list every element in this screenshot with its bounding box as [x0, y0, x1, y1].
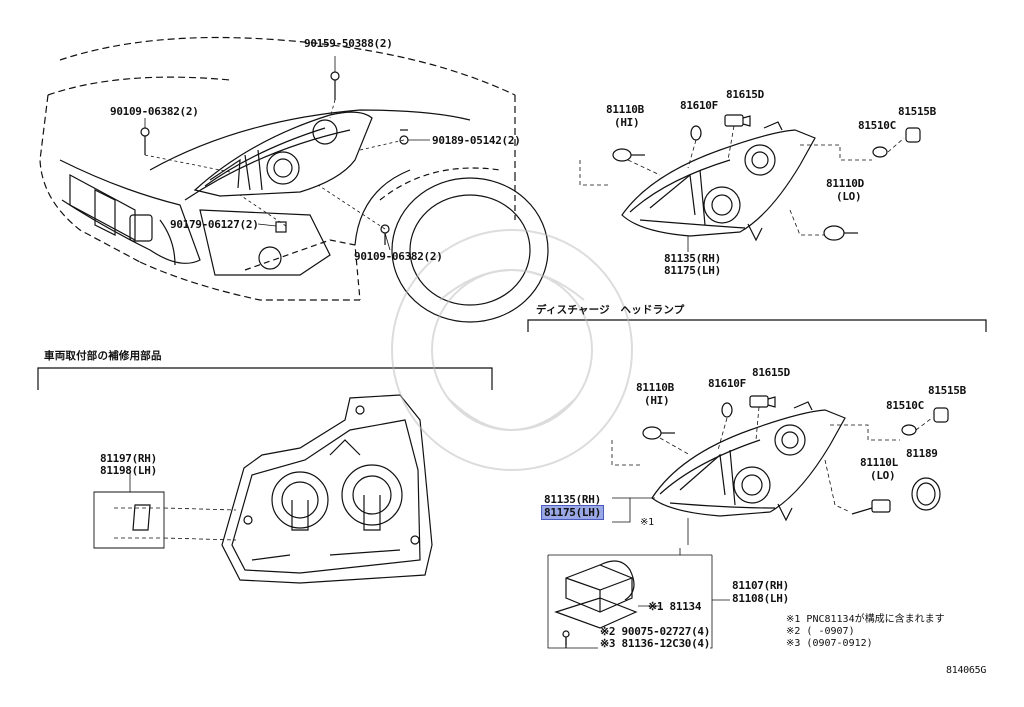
ballast-gasket-number: ※3 81136-12C30(4): [600, 637, 711, 650]
discharge-assy-rh-number: 81135(RH): [544, 493, 601, 506]
halogen-bulb-hi-number: 81110B: [606, 103, 644, 116]
discharge-headlamp-drawing: [527, 319, 987, 649]
discharge-assy-note-mark: ※1: [640, 517, 654, 528]
discharge-side-socket-number: 81515B: [928, 384, 966, 397]
discharge-cap-number: 81189: [906, 447, 938, 460]
discharge-socket-d-number: 81615D: [752, 366, 790, 379]
repair-parts-section-title: 車両取付部の補修用部品: [44, 350, 162, 362]
discharge-section-title: ディスチャージ ヘッドランプ: [536, 304, 685, 316]
halogen-assy-lh-number: 81175(LH): [664, 264, 721, 277]
note-2: ※2 ( -0907): [786, 626, 855, 637]
screw-lower-part-number: 90179-06127(2): [170, 218, 259, 231]
discharge-socket-number: 81610F: [708, 377, 746, 390]
clip-right-part-number: 90189-05142(2): [432, 134, 521, 147]
watermark-emblem: [391, 229, 633, 471]
discharge-bulb-lo-number: 81110L: [860, 456, 898, 469]
discharge-assy-lh-number[interactable]: 81175(LH): [541, 505, 604, 520]
halogen-bulb-lo-number: 81110D: [826, 177, 864, 190]
halogen-bulb-hi-tag: (HI): [614, 116, 640, 129]
halogen-socket-number: 81610F: [680, 99, 718, 112]
discharge-bulb-hi-number: 81110B: [636, 381, 674, 394]
ballast-rh-number: 81107(RH): [732, 579, 789, 592]
halogen-side-socket-number: 81515B: [898, 105, 936, 118]
ballast-computer-number: ※1 81134: [648, 600, 702, 613]
halogen-bulb-lo-tag: (LO): [836, 190, 862, 203]
halogen-assy-rh-number: 81135(RH): [664, 252, 721, 265]
discharge-bulb-lo-tag: (LO): [870, 469, 896, 482]
bolt-lower-part-number: 90109-06382(2): [354, 250, 443, 263]
halogen-headlamp-drawing: [579, 114, 921, 252]
ballast-screw-number: ※2 90075-02727(4): [600, 625, 711, 638]
halogen-side-bulb-number: 81510C: [858, 119, 896, 132]
headlamp-rear-drawing: [37, 367, 493, 584]
vehicle-front-drawing: [39, 36, 549, 323]
discharge-bulb-hi-tag: (HI): [644, 394, 670, 407]
diagram-id: 814065G: [946, 665, 987, 676]
bolt-top-part-number: 90159-50388(2): [304, 37, 393, 50]
note-1: ※1 PNC81134が構成に含まれます: [786, 614, 945, 625]
ballast-lh-number: 81108(LH): [732, 592, 789, 605]
discharge-side-bulb-number: 81510C: [886, 399, 924, 412]
note-3: ※3 (0907-0912): [786, 638, 873, 649]
halogen-socket-d-number: 81615D: [726, 88, 764, 101]
bolt-left-part-number: 90109-06382(2): [110, 105, 199, 118]
highlighted-part-number[interactable]: 81175(LH): [541, 505, 604, 520]
bracket-lh-number: 81198(LH): [100, 464, 157, 477]
bracket-rh-number: 81197(RH): [100, 452, 157, 465]
